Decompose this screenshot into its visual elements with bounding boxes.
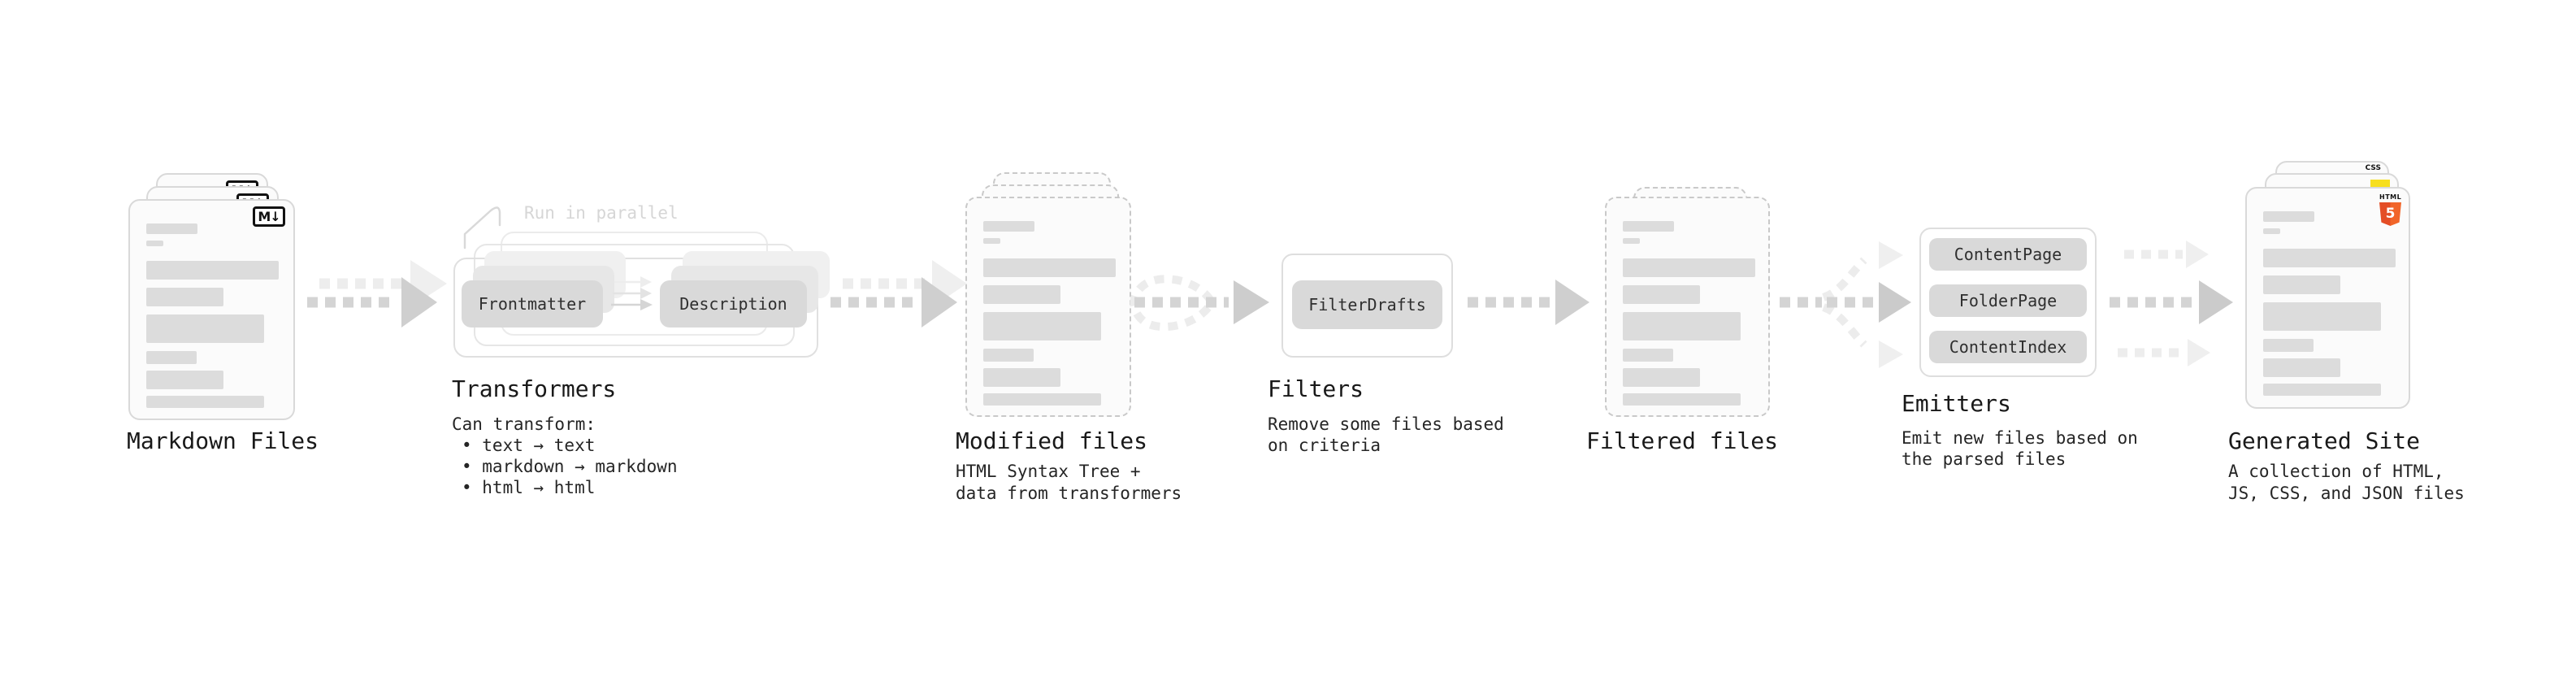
content-placeholder-bar [983,368,1060,387]
modified-files-desc: data from transformers [956,484,1182,503]
node-label-filters: Filters [1268,375,1364,402]
transformers-desc-title: Can transform: [452,414,596,434]
arrow-filters-to-filtered-files [1468,280,1589,325]
content-placeholder-bar [983,258,1116,277]
content-placeholder-bar [146,288,223,306]
generated-site-stack: CSS HTML 5 [2245,161,2416,413]
file-card: M↓ [128,199,295,420]
content-placeholder-bar [146,351,197,364]
content-placeholder-bar [983,349,1034,362]
content-placeholder-bar [2263,384,2381,396]
content-placeholder-bar [146,371,223,389]
transformers-bullet: • text → text [462,436,596,455]
content-placeholder-bar [2263,228,2280,234]
content-placeholder-bar [2263,339,2314,352]
content-placeholder-bar [146,223,197,234]
generated-site-desc: JS, CSS, and JSON files [2228,484,2465,503]
content-placeholder-bar [146,261,279,280]
emitters-desc: the parsed files [1902,449,2066,469]
content-placeholder-bar [983,285,1060,304]
arrows-emitters-to-generated-site [2110,241,2233,367]
arrow-markdown-to-transformers [307,260,447,327]
content-placeholder-bar [2263,302,2381,331]
emitter-pill-folder-page: FolderPage [1929,284,2087,317]
frontmatter-pill: Frontmatter [462,280,603,327]
node-label-markdown-files: Markdown Files [127,427,319,454]
content-placeholder-bar [2263,275,2340,294]
content-placeholder-bar [2263,249,2396,267]
content-placeholder-bar [1623,368,1700,387]
file-card [965,197,1131,417]
markdown-icon: M↓ [253,206,285,227]
content-placeholder-bar [1623,312,1741,340]
emitter-pill-content-index: ContentIndex [1929,331,2087,363]
content-placeholder-bar [146,241,163,246]
content-placeholder-bar [146,314,264,343]
node-label-generated-site: Generated Site [2228,427,2421,454]
node-label-emitters: Emitters [1902,390,2011,417]
transformer-box-front [453,258,818,358]
filters-desc: Remove some files based [1268,414,1504,434]
markdown-files-stack: M↓ M↓ M↓ [128,173,299,425]
generated-site-desc: A collection of HTML, [2228,462,2444,481]
file-card [1605,197,1770,417]
modified-files-desc: HTML Syntax Tree + [956,462,1141,481]
content-placeholder-bar [2263,358,2340,377]
arrow-filtered-files-to-emitters [1780,241,1911,368]
content-placeholder-bar [1623,393,1741,406]
description-pill: Description [660,280,807,327]
emitters-desc: Emit new files based on [1902,428,2138,448]
filters-desc: on criteria [1268,436,1381,455]
arrow-transformers-to-modified-files [830,260,967,327]
run-in-parallel-label: Run in parallel [524,203,679,223]
content-placeholder-bar [983,312,1101,340]
node-label-filtered-files: Filtered files [1586,427,1779,454]
emitter-pill-content-page: ContentPage [1929,238,2087,271]
content-placeholder-bar [1623,285,1700,304]
file-card: HTML 5 [2245,187,2410,409]
content-placeholder-bar [983,221,1034,232]
html5-icon: HTML 5 [2379,194,2401,226]
transformers-bullet: • markdown → markdown [462,457,678,476]
filter-drafts-pill: FilterDrafts [1292,280,1442,329]
filtered-files-stack [1605,187,1776,423]
node-label-transformers: Transformers [452,375,617,402]
content-placeholder-bar [1623,238,1640,244]
content-placeholder-bar [1623,258,1755,277]
javascript-icon [2370,180,2390,189]
arrow-modified-files-to-filters [1130,275,1269,332]
run-in-parallel-callout-line [463,206,501,249]
content-placeholder-bar [983,238,1000,244]
content-placeholder-bar [1623,349,1673,362]
node-label-modified-files: Modified files [956,427,1148,454]
modified-files-stack [965,172,1136,424]
content-placeholder-bar [983,393,1101,406]
content-placeholder-bar [146,396,264,408]
content-placeholder-bar [2263,211,2314,222]
content-placeholder-bar [1623,221,1674,232]
transformers-bullet: • html → html [462,478,596,497]
